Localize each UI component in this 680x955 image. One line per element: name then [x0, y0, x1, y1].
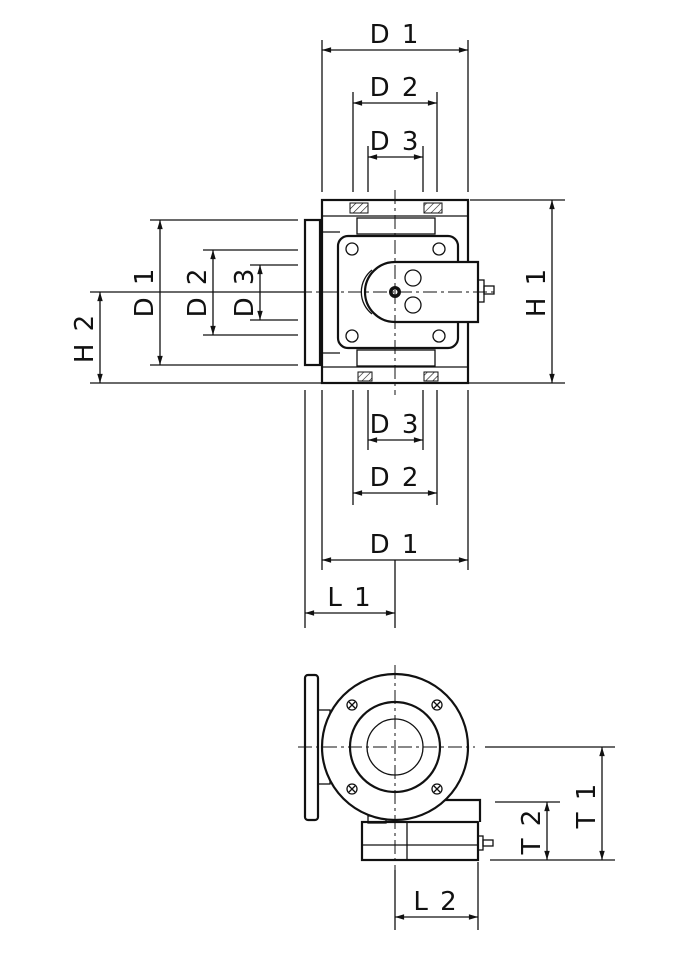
dim-t2: T 2 [517, 808, 547, 856]
top-view-valve-body [90, 40, 565, 628]
side-view-dimensions: T 1 T 2 L 2 [395, 746, 605, 920]
dim-d3-left: D 3 [230, 267, 260, 318]
dim-d1-bottom: D 1 [370, 530, 421, 560]
dim-d2-left: D 2 [183, 267, 213, 318]
dim-h1: H 1 [522, 267, 552, 317]
dim-d3-bottom: D 3 [370, 410, 421, 440]
dim-d2-top: D 2 [370, 73, 421, 103]
dim-h2: H 2 [70, 313, 100, 363]
dim-l1: L 1 [327, 583, 372, 613]
dim-d2-bottom: D 2 [370, 463, 421, 493]
side-view-valve [298, 665, 615, 930]
top-view-dimensions: D 1 D 2 D 3 D 1 D 2 D 3 H 2 H 1 D 3 D 2 … [70, 20, 555, 616]
dim-d1-top: D 1 [370, 20, 421, 50]
dim-l2: L 2 [413, 887, 458, 917]
dim-d3-top: D 3 [370, 127, 421, 157]
dim-d1-left: D 1 [130, 267, 160, 318]
dim-t1: T 1 [572, 782, 602, 830]
